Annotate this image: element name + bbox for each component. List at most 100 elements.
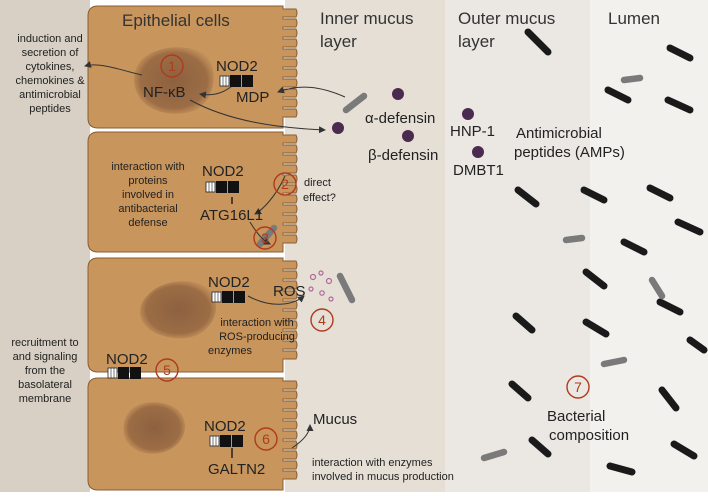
bacterium-grey-3 (336, 272, 356, 304)
arrow-nfkb-to-peptides (189, 99, 326, 134)
svg-text:antimicrobial: antimicrobial (19, 89, 81, 101)
num-4: 4 (318, 312, 326, 328)
bacterium-dark-14 (686, 336, 708, 354)
ring-4 (310, 308, 334, 332)
svg-text:proteins: proteins (128, 175, 168, 187)
inner-mucus-zone (285, 0, 445, 492)
bacterium-dark-18 (670, 440, 698, 460)
nod2-receptor-1 (219, 75, 253, 87)
svg-text:involved in: involved in (122, 189, 174, 201)
bacterium-dark-6 (580, 186, 608, 204)
bacterium-grey-1 (342, 92, 368, 114)
num-7: 7 (574, 379, 582, 395)
bacterium-dark-12 (582, 318, 610, 338)
nod2-receptor-4 (107, 367, 141, 379)
note-cytokines: induction and secretion of cytokines, ch… (15, 33, 85, 115)
arrow-cytokines (84, 61, 143, 76)
hnp1-label: HNP-1 (450, 123, 495, 140)
header-outer-1: Outer mucus (458, 9, 555, 28)
bacteria-group (256, 28, 708, 476)
bacterium-dark-8 (674, 218, 704, 236)
nod2-receptor-5 (209, 435, 243, 447)
epithelial-cell-2 (87, 131, 298, 253)
arrow-atg-to-bacterium (249, 221, 271, 245)
arrow-bacterium-to-mdp (277, 86, 346, 98)
note-recruitment: recruitment to and signaling from the ba… (11, 337, 78, 405)
amps-label-1: Antimicrobial (516, 125, 602, 142)
note-mucus-1: interaction with enzymes (312, 457, 433, 469)
arrow-ros (247, 295, 305, 305)
num-1: 1 (168, 58, 176, 74)
bacterial-label-1: Bacterial (547, 408, 605, 425)
peptide-3 (402, 130, 414, 142)
num-2: 2 (281, 176, 289, 192)
bacterium-dark-2 (604, 86, 632, 104)
nod2-label-baso: NOD2 (106, 351, 148, 368)
nfkb-label: NF-κB (143, 84, 186, 101)
nucleus-1 (134, 47, 214, 114)
note-antibacterial: interaction with proteins involved in an… (111, 161, 184, 229)
ring-3 (253, 226, 277, 250)
peptides-group (332, 88, 484, 158)
direct-label-1: direct (304, 177, 331, 189)
svg-text:from the: from the (25, 365, 65, 377)
arrow-mucus (291, 424, 314, 449)
atg-label: ATG16L1 (200, 207, 263, 224)
ros-label: ROS (273, 283, 306, 300)
mdp-label: MDP (236, 89, 269, 106)
bacterium-grey-8 (620, 74, 644, 84)
arrow-direct-effect (254, 175, 286, 215)
bacterium-grey-7 (480, 448, 508, 462)
direct-label-2: effect? (303, 192, 336, 204)
svg-text:interaction with: interaction with (111, 161, 184, 173)
bacterium-dark-17 (658, 386, 680, 412)
ring-1 (160, 54, 184, 78)
ring-6 (254, 427, 278, 451)
bacterium-dark-7 (646, 184, 674, 202)
bacterium-dark-19 (606, 462, 636, 476)
header-epithelial: Epithelial cells (122, 11, 230, 30)
dmbt1-label: DMBT1 (453, 162, 504, 179)
nod2-label-2: NOD2 (202, 163, 244, 180)
note-mucus-2: involved in mucus production (312, 471, 454, 483)
bacterium-dark-1 (524, 28, 552, 56)
header-outer-2: layer (458, 32, 495, 51)
bacterium-grey-4 (562, 234, 586, 244)
svg-text:chemokines &: chemokines & (15, 75, 85, 87)
svg-text:membrane: membrane (19, 393, 72, 405)
svg-text:and signaling: and signaling (13, 351, 78, 363)
bacterium-dark-5 (514, 186, 540, 208)
ros-bubbles (308, 270, 334, 302)
arrows (84, 61, 346, 449)
num-6: 6 (262, 431, 270, 447)
number-rings (155, 54, 590, 451)
svg-text:cytokines,: cytokines, (26, 61, 75, 73)
bacterium-dark-16 (528, 436, 552, 458)
svg-text:antibacterial: antibacterial (118, 203, 177, 215)
nod2-label-4: NOD2 (204, 418, 246, 435)
bacterium-dark-15 (508, 380, 532, 402)
nod2-label-1: NOD2 (216, 58, 258, 75)
arrow-mdp-to-nfkb (199, 85, 233, 99)
peptide-1 (332, 122, 344, 134)
svg-text:basolateral: basolateral (18, 379, 72, 391)
galtn-label: GALTN2 (208, 461, 265, 478)
nod2-receptor-3 (211, 291, 245, 303)
nod2-receptor-2 (205, 181, 239, 193)
basal-zone (0, 0, 90, 492)
bacterium-grey-6 (600, 356, 628, 368)
mucus-label: Mucus (313, 411, 357, 428)
ring-2 (273, 172, 297, 196)
lumen-zone (590, 0, 708, 492)
note-ros: interaction with ROS-producing enzymes (208, 317, 295, 357)
svg-text:induction and: induction and (17, 33, 82, 45)
svg-text:interaction with: interaction with (220, 317, 293, 329)
amps-label-2: peptides (AMPs) (514, 144, 625, 161)
bacterium-dark-3 (664, 96, 694, 114)
bacterium-dark-4 (666, 44, 694, 62)
alpha-defensin-label: α-defensin (365, 110, 435, 127)
nod2-label-3: NOD2 (208, 274, 250, 291)
peptide-4 (462, 108, 474, 120)
bacterium-dark-13 (656, 298, 684, 316)
